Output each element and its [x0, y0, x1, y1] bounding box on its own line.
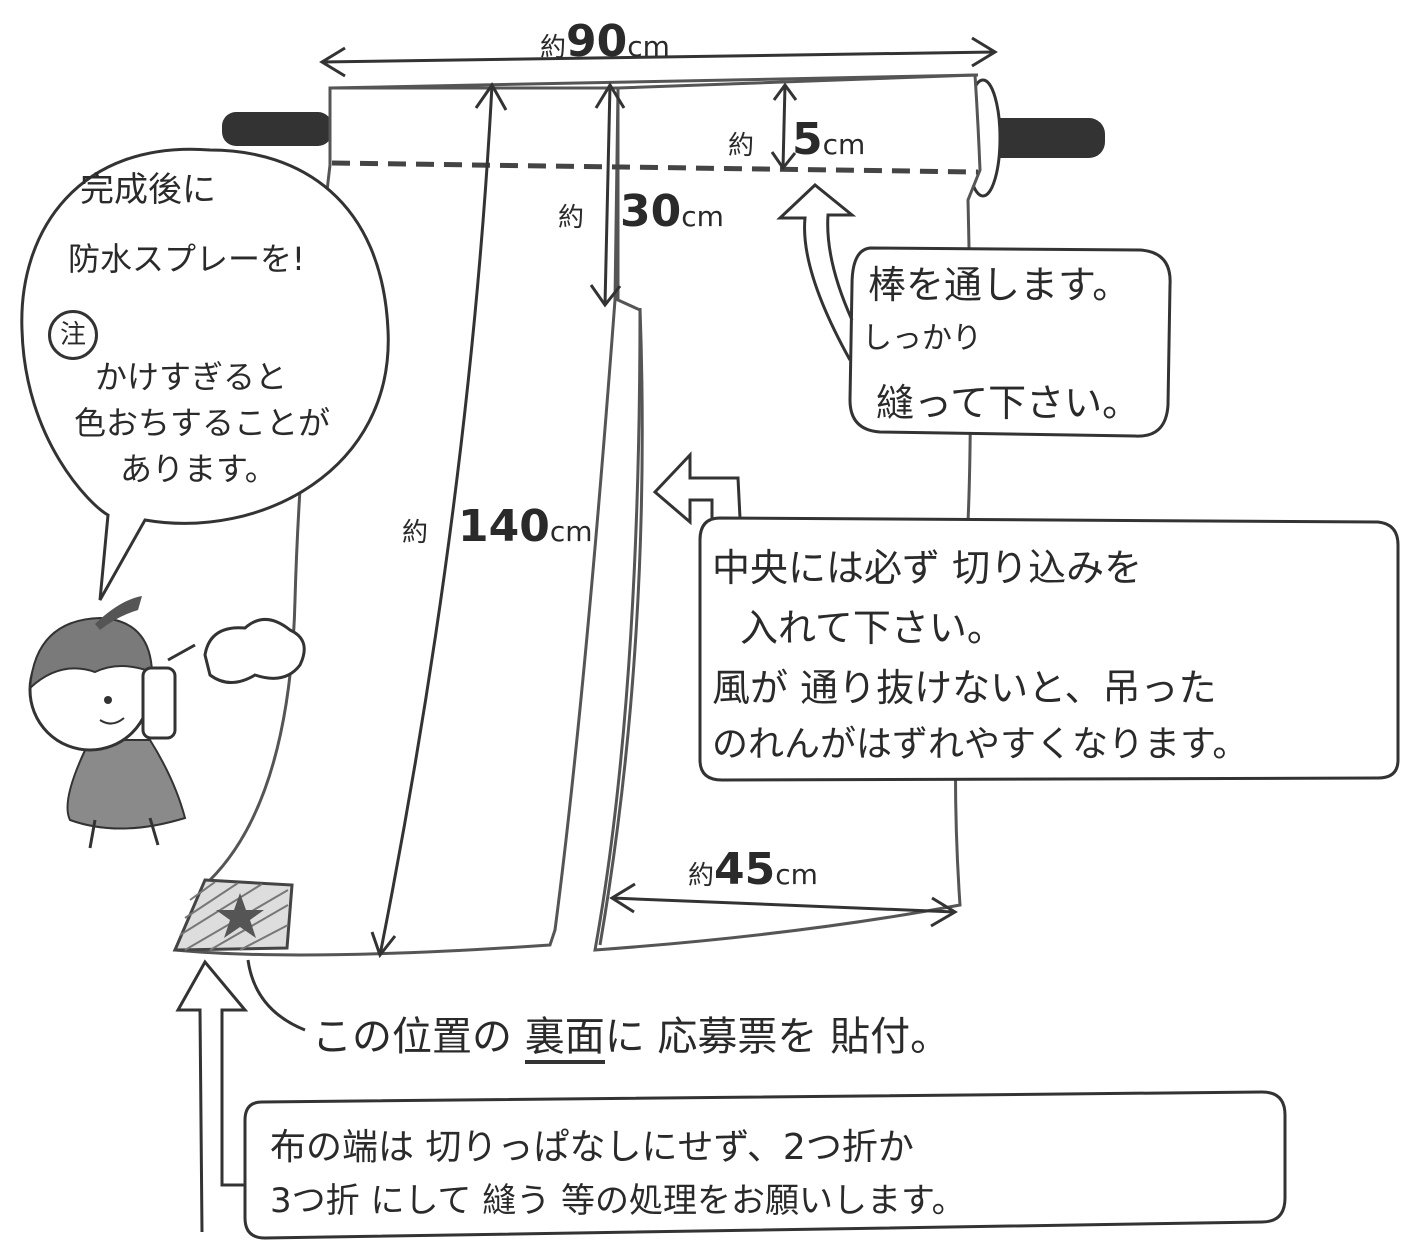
panel-45-label: 約45cm	[688, 844, 818, 895]
label-underlined-text: 裏面	[524, 1014, 605, 1064]
spray-note-line3: かけすぎると	[95, 358, 288, 396]
stitch-dashed-line	[331, 160, 979, 175]
width-90-arrow	[319, 36, 998, 78]
rod-note-bubble	[848, 246, 1172, 438]
length-140-arrow	[370, 82, 508, 959]
label-position-note: この位置の 裏面に 応募票を 貼付。	[312, 1012, 950, 1064]
label-pointer-line	[246, 959, 306, 1032]
spray-note-line4: 色おちすることが	[74, 404, 331, 442]
rod-right-icon	[975, 118, 1105, 158]
hem-up-arrow	[175, 959, 250, 1233]
hem-note-box	[243, 1090, 1287, 1240]
slit-note-box	[698, 516, 1400, 782]
character-with-spray-icon	[28, 596, 306, 849]
panel-45-arrow	[609, 882, 958, 928]
rod-note-line3: 縫って下さい。	[876, 381, 1141, 425]
spray-note-line1: 完成後に	[80, 170, 216, 210]
width-90-label: 約90cm	[540, 16, 670, 67]
caution-mark-icon: 注	[48, 310, 98, 360]
center-slit-line	[598, 307, 644, 946]
rod-left-icon	[222, 112, 332, 146]
hem-note-line2: 3つ折 にして 縫う 等の処理をお願いします。	[270, 1181, 966, 1221]
hem-note-line1: 布の端は 切りっぱなしにせず、2つ折か	[270, 1127, 914, 1168]
slit-note-line2: 入れて下さい。	[740, 606, 1005, 650]
rod-up-arrow	[776, 183, 857, 361]
spray-note-line5: あります。	[120, 450, 277, 488]
slit-note-line3: 風が 通り抜けないと、吊った	[712, 666, 1217, 710]
rod-note-line1: 棒を通します。	[868, 263, 1131, 307]
spray-speech-bubble	[20, 147, 390, 601]
rod-note-line2: しっかり	[862, 321, 982, 356]
slit-30-arrow	[589, 82, 626, 308]
spray-note-line2: 防水スプレーを!	[68, 240, 305, 278]
slit-left-arrow	[652, 451, 742, 526]
slit-note-line4: のれんがはずれやすくなります。	[712, 724, 1249, 765]
pocket-5-arrow	[770, 82, 798, 171]
label-patch-icon	[172, 878, 294, 952]
slit-note-line1: 中央には必ず 切り込みを	[712, 546, 1143, 590]
